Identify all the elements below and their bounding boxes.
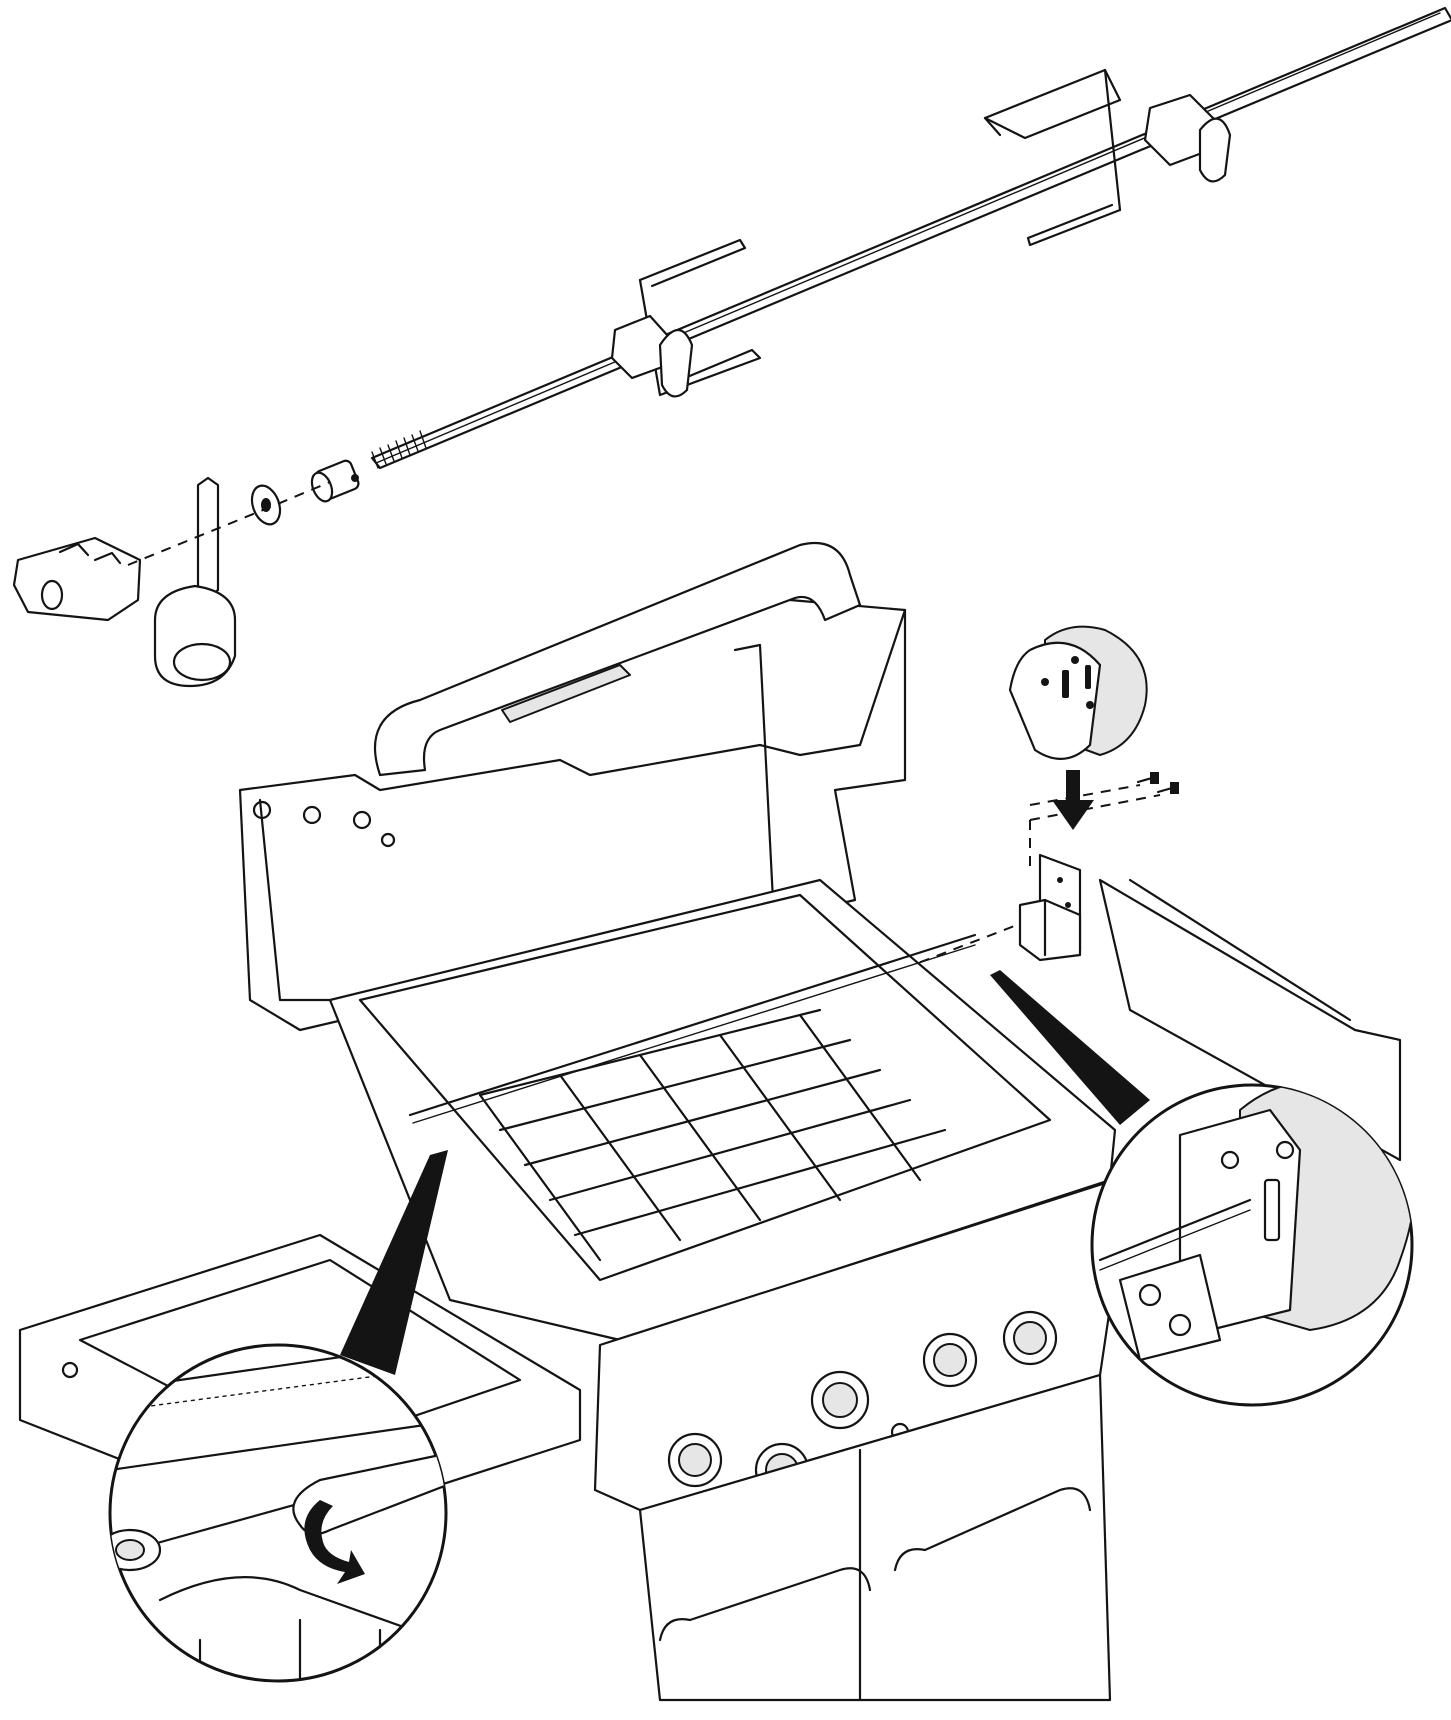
motor-mounting-bracket [1018,853,1082,962]
rotation-arrow [304,1500,365,1584]
direction-arrow [1052,770,1094,830]
control-knob-1 [667,1432,723,1488]
mounting-screws [1029,772,1179,821]
meat-fork-rear [983,68,1232,247]
spit-collar [310,459,360,503]
callout-pointer-right [990,970,1150,1125]
detail-inset-motor-attachment [1090,1083,1414,1407]
control-knob-5 [1002,1310,1058,1366]
washer [250,484,282,526]
rotisserie-spit-rod [370,6,1451,470]
control-knob-4 [922,1332,978,1388]
meat-fork-front [610,238,762,398]
detail-inset-handle-tightening [108,1343,448,1683]
control-knob-3 [810,1370,870,1430]
spit-handle [153,476,237,688]
cooking-grates [478,1008,947,1262]
callout-pointer-left [340,1150,448,1375]
rotisserie-motor [1008,625,1148,760]
counterbalance-weight [12,536,142,622]
